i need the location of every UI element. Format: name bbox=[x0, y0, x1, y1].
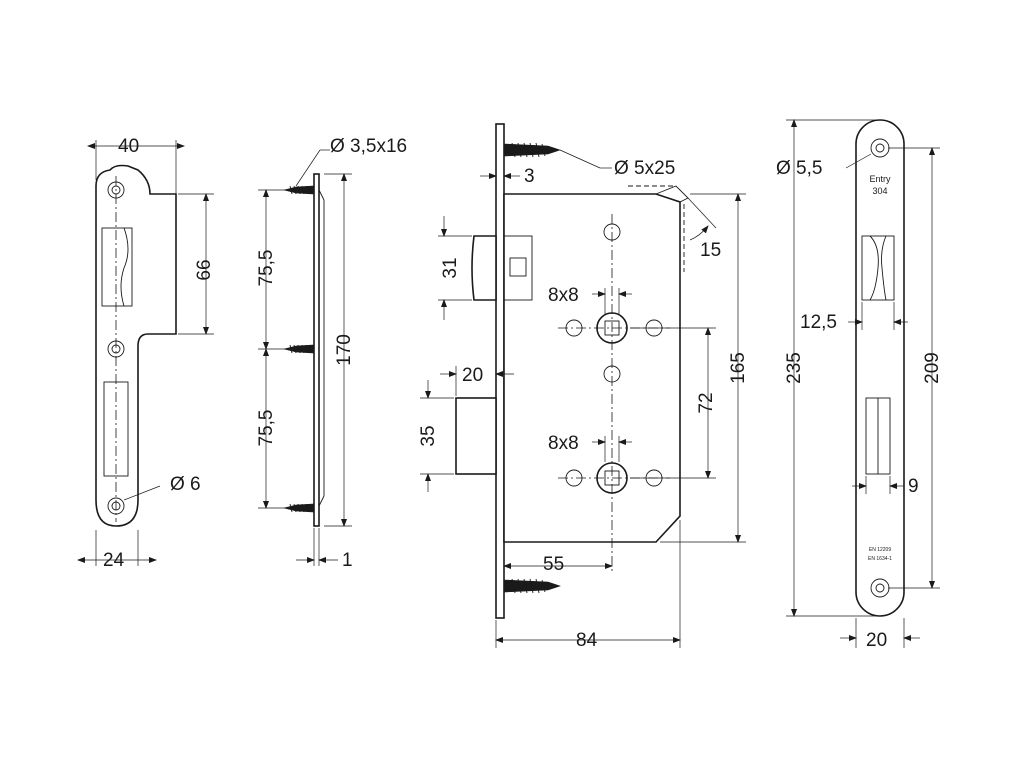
lock-screw-dim: Ø 5x25 bbox=[614, 158, 675, 179]
screw-middle bbox=[283, 344, 315, 354]
screw-bottom bbox=[283, 503, 315, 513]
faceplate-hole-dim: Ø 5,5 bbox=[776, 158, 822, 179]
faceplate-screw-spacing-dim: 209 bbox=[922, 352, 943, 384]
faceplate-front-view: Entry 304 EN 12209 EN 1634-1 Ø 5,5 12,5 … bbox=[776, 119, 943, 651]
lock-faceplate-edge bbox=[495, 123, 505, 619]
side-spacing-top-dim: 75,5 bbox=[256, 250, 277, 287]
faceplate-std-line1: EN 12209 bbox=[869, 547, 891, 553]
faceplate-width-dim: 20 bbox=[866, 630, 887, 651]
lock-latch-projection-dim: 20 bbox=[462, 365, 483, 386]
side-height-dim: 170 bbox=[334, 334, 355, 366]
screw-top bbox=[283, 185, 315, 195]
strike-height-dim: 66 bbox=[194, 259, 215, 280]
latch-opening bbox=[101, 227, 133, 307]
strike-width-dim: 40 bbox=[118, 136, 139, 157]
lock-bolt-height-dim: 35 bbox=[418, 425, 439, 446]
lock-case-outline bbox=[503, 193, 681, 543]
strike-plate-outline bbox=[95, 164, 177, 527]
side-screw-dim: Ø 3,5x16 bbox=[330, 136, 407, 157]
lock-body-view: 3 Ø 5x25 15 31 8x8 165 20 bbox=[418, 123, 749, 651]
side-spacing-bottom-dim: 75,5 bbox=[256, 410, 277, 447]
faceplate-latch-width-dim: 12,5 bbox=[800, 312, 837, 333]
lock-depth-dim: 84 bbox=[576, 630, 598, 651]
dead-bolt bbox=[455, 397, 497, 475]
latch-bolt bbox=[471, 235, 497, 301]
faceplate-stamp-line1: Entry bbox=[869, 174, 891, 184]
strike-bottom-dim: 24 bbox=[103, 550, 125, 571]
faceplate-stamp-line2: 304 bbox=[872, 186, 887, 196]
strike-plate-front-view: 40 66 Ø 6 24 bbox=[77, 136, 215, 571]
lock-plate-thickness-dim: 3 bbox=[524, 166, 535, 187]
faceplate-latch-window bbox=[861, 235, 895, 301]
lock-backset-dim: 55 bbox=[543, 554, 564, 575]
lock-angle-dim: 15 bbox=[700, 240, 721, 261]
faceplate-outline bbox=[855, 119, 905, 617]
strike-plate-side-view: Ø 3,5x16 75,5 75,5 170 1 bbox=[256, 136, 407, 571]
lock-square-top-dim: 8x8 bbox=[548, 285, 579, 306]
faceplate-bolt-width-dim: 9 bbox=[908, 476, 919, 497]
side-thickness-dim: 1 bbox=[342, 550, 353, 571]
lock-square-bottom-dim: 8x8 bbox=[548, 433, 579, 454]
lock-screw-bottom bbox=[503, 578, 561, 594]
lock-spindle-distance-dim: 72 bbox=[696, 392, 717, 413]
strike-plate-edge bbox=[313, 173, 320, 527]
lock-screw-top bbox=[503, 142, 561, 158]
lock-latch-height-dim: 31 bbox=[440, 257, 461, 278]
faceplate-std-line2: EN 1634-1 bbox=[868, 556, 892, 562]
lock-height-dim: 165 bbox=[728, 352, 749, 384]
strike-hole-dim: Ø 6 bbox=[170, 474, 201, 495]
faceplate-total-height-dim: 235 bbox=[784, 352, 805, 384]
